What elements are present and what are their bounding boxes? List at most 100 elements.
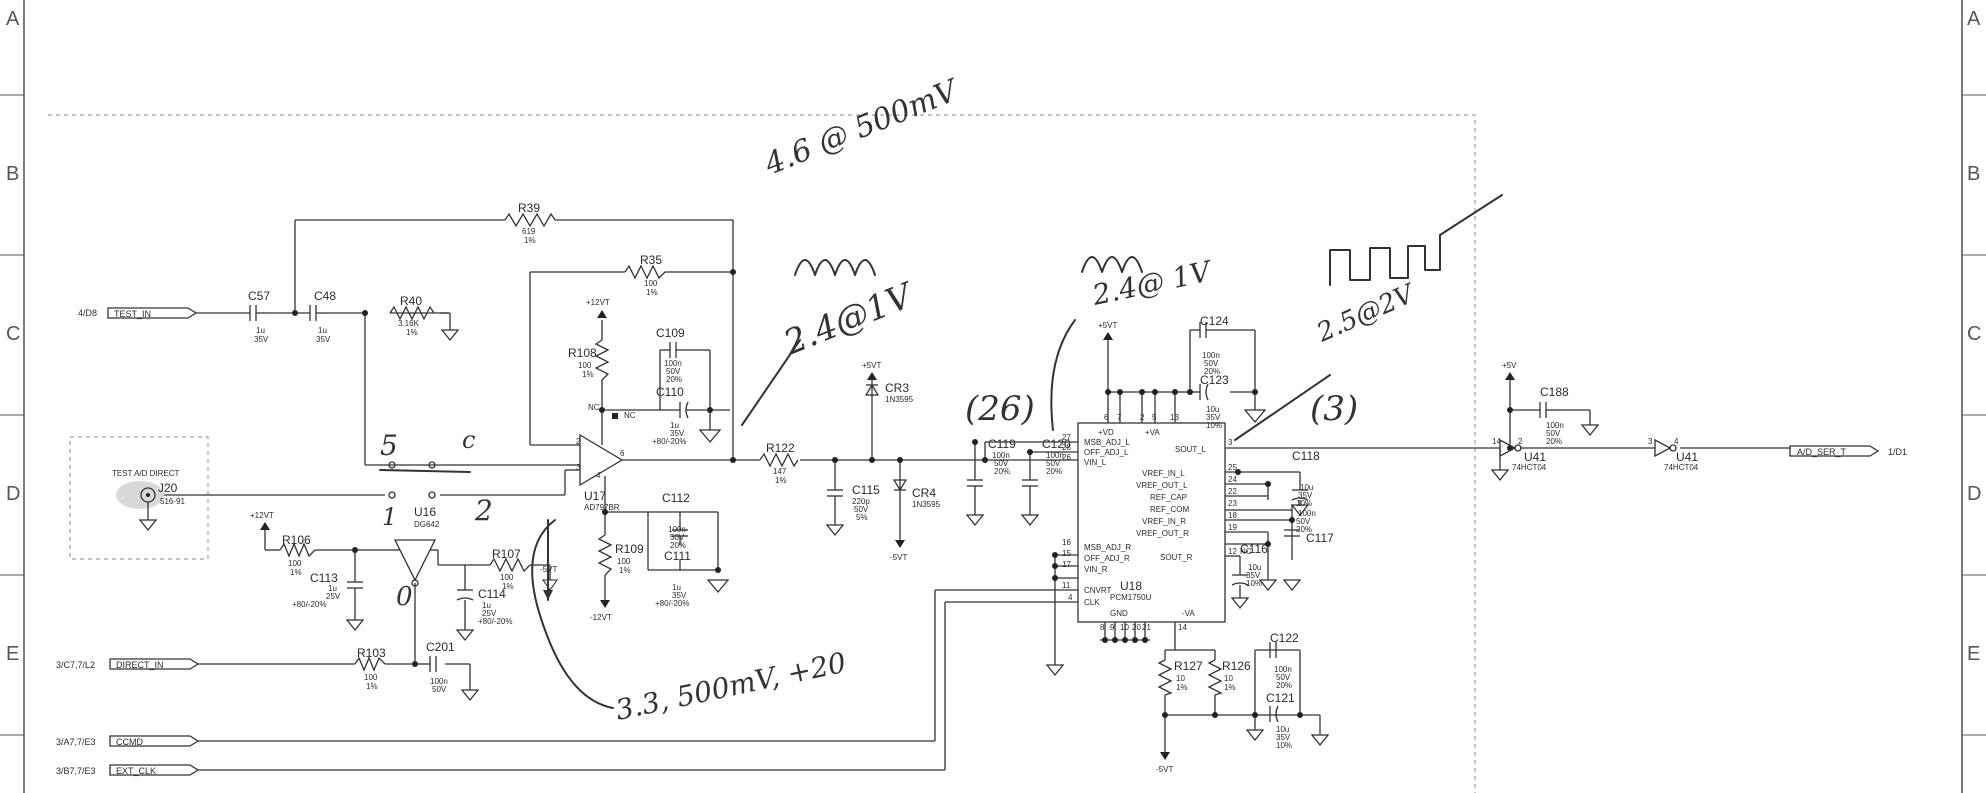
- switch-u16: U16 DG642: [385, 461, 440, 587]
- svg-text:EXT_CLK: EXT_CLK: [116, 766, 156, 776]
- svg-text:R108: R108: [568, 346, 597, 360]
- svg-text:14: 14: [1492, 437, 1501, 446]
- svg-text:CLK: CLK: [1084, 598, 1100, 607]
- svg-text:VREF_OUT_R: VREF_OUT_R: [1136, 529, 1189, 538]
- svg-text:U16: U16: [414, 505, 436, 519]
- svg-text:C113: C113: [310, 571, 338, 585]
- svg-text:C117: C117: [1306, 531, 1334, 545]
- svg-text:14: 14: [1178, 623, 1187, 632]
- svg-text:-VA: -VA: [1182, 609, 1195, 618]
- junction-dots: [292, 269, 1513, 718]
- svg-text:35V: 35V: [672, 591, 687, 600]
- svg-text:2: 2: [1518, 437, 1523, 446]
- capacitor-c48: C48 1u 35V: [309, 289, 336, 344]
- note-3: (3): [1310, 389, 1358, 429]
- svg-text:C116: C116: [1240, 542, 1268, 556]
- svg-text:SOUT_R: SOUT_R: [1160, 553, 1193, 562]
- svg-text:50V: 50V: [432, 685, 447, 694]
- svg-text:35V: 35V: [1206, 413, 1221, 422]
- resistor-r127: R127 10 1%: [1157, 659, 1203, 696]
- svg-text:R40: R40: [400, 294, 422, 308]
- svg-text:R122: R122: [766, 441, 795, 455]
- note-4-6-500mv: 4.6 @ 500mV: [759, 72, 965, 183]
- capacitor-c120: C120 100n 50V 20%: [1022, 437, 1071, 490]
- svg-text:R106: R106: [282, 533, 311, 547]
- zone-label-e-right: E: [1967, 643, 1980, 665]
- svg-text:REF_COM: REF_COM: [1150, 505, 1189, 514]
- capacitor-c119: C119 100n 50V 20%: [967, 437, 1016, 490]
- svg-text:1%: 1%: [646, 288, 658, 297]
- svg-text:100n: 100n: [992, 451, 1010, 460]
- test-connector-box: [69, 436, 209, 560]
- svg-text:1%: 1%: [1176, 683, 1188, 692]
- wires: [150, 219, 1790, 771]
- svg-text:20%: 20%: [1276, 681, 1292, 690]
- svg-text:20: 20: [1132, 623, 1141, 632]
- svg-text:3/C7,7/L2: 3/C7,7/L2: [56, 660, 95, 670]
- capacitor-c112: C112 100n 50V 20%: [662, 491, 690, 550]
- svg-text:27: 27: [1062, 433, 1071, 442]
- svg-text:DIRECT_IN: DIRECT_IN: [116, 660, 164, 670]
- svg-text:13: 13: [1170, 413, 1179, 422]
- svg-text:R109: R109: [615, 542, 644, 556]
- svg-text:100n: 100n: [668, 525, 686, 534]
- svg-text:+12VT: +12VT: [250, 511, 274, 520]
- svg-text:1%: 1%: [775, 476, 787, 485]
- svg-text:50V: 50V: [994, 459, 1009, 468]
- svg-text:20%: 20%: [994, 467, 1010, 476]
- svg-text:50V: 50V: [1296, 517, 1311, 526]
- svg-text:147: 147: [773, 467, 787, 476]
- svg-text:9: 9: [1110, 623, 1115, 632]
- svg-text:C57: C57: [248, 289, 270, 303]
- svg-text:20%: 20%: [1204, 367, 1220, 376]
- svg-text:6: 6: [1104, 413, 1109, 422]
- note-c: c: [462, 426, 475, 454]
- svg-text:C120: C120: [1042, 437, 1071, 451]
- svg-text:NC: NC: [588, 403, 600, 412]
- svg-text:1%: 1%: [502, 582, 514, 591]
- svg-text:100: 100: [500, 573, 514, 582]
- svg-text:1%: 1%: [1224, 683, 1236, 692]
- note-sine-wave-1: [794, 259, 876, 276]
- svg-text:3: 3: [576, 463, 581, 472]
- capacitor-c111: C111 1u 35V +80/-20%: [655, 549, 691, 608]
- resistor-r108: R108 100 1%: [568, 339, 610, 381]
- svg-text:4: 4: [596, 471, 601, 480]
- svg-text:74HCT04: 74HCT04: [1664, 463, 1699, 472]
- note-2-4-1v-a: 2.4@1V: [777, 275, 921, 364]
- svg-text:+VD: +VD: [1098, 428, 1114, 437]
- svg-text:22: 22: [1228, 487, 1237, 496]
- svg-text:1N3595: 1N3595: [885, 395, 914, 404]
- svg-text:+VA: +VA: [1145, 428, 1160, 437]
- svg-text:CR3: CR3: [885, 381, 909, 395]
- svg-text:1/D1: 1/D1: [1888, 447, 1907, 457]
- svg-text:10: 10: [1176, 674, 1185, 683]
- svg-text:3/A7,7/E3: 3/A7,7/E3: [56, 737, 96, 747]
- svg-text:R127: R127: [1174, 659, 1203, 673]
- svg-text:VIN_L: VIN_L: [1084, 458, 1107, 467]
- resistor-r126: R126 10 1%: [1207, 659, 1251, 696]
- capacitor-c113: C113 1u 25V +80/-20%: [292, 571, 363, 609]
- svg-text:4/D8: 4/D8: [78, 308, 97, 318]
- svg-text:3: 3: [1648, 437, 1653, 446]
- svg-text:C124: C124: [1200, 314, 1229, 328]
- svg-text:100n: 100n: [1046, 451, 1064, 460]
- svg-text:R126: R126: [1222, 659, 1251, 673]
- svg-text:C109: C109: [656, 326, 685, 340]
- svg-text:C188: C188: [1540, 385, 1569, 399]
- svg-text:100n: 100n: [664, 359, 682, 368]
- svg-text:-5VT: -5VT: [890, 553, 907, 562]
- svg-text:1u: 1u: [256, 326, 265, 335]
- svg-text:7: 7: [1117, 413, 1122, 422]
- zone-label-e-left: E: [6, 643, 19, 665]
- capacitor-c115: C115 220p 50V 5%: [827, 483, 880, 522]
- svg-text:A/D_SER_T: A/D_SER_T: [1797, 447, 1847, 457]
- svg-text:8: 8: [1100, 623, 1105, 632]
- svg-text:100n: 100n: [1202, 351, 1220, 360]
- capacitor-c109: C109 100n 50V 20%: [656, 326, 700, 384]
- svg-text:10%: 10%: [1246, 579, 1262, 588]
- svg-text:PCM1750U: PCM1750U: [1110, 593, 1152, 602]
- svg-text:VIN_R: VIN_R: [1084, 565, 1108, 574]
- svg-text:TEST A/D DIRECT: TEST A/D DIRECT: [112, 469, 180, 478]
- svg-text:5%: 5%: [856, 513, 868, 522]
